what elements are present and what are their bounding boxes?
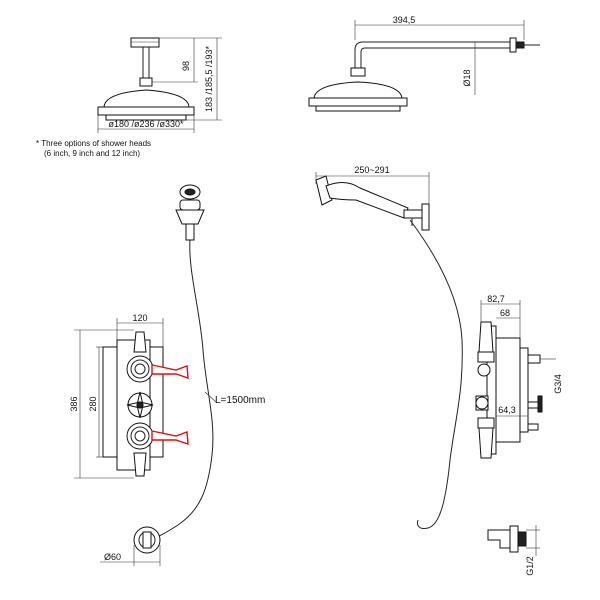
dim-fixed-head-height: 98 bbox=[181, 61, 191, 71]
side-top-handle bbox=[478, 321, 494, 353]
thermostatic-valve-front-view: 120 386 280 bbox=[69, 313, 189, 479]
side-bottom-handle bbox=[478, 427, 494, 459]
dim-side-thread-top: G3/4 bbox=[553, 374, 563, 394]
arm-head-dome bbox=[313, 81, 403, 99]
dim-side-depth-inner: 68 bbox=[500, 308, 510, 318]
dim-valve-width: 120 bbox=[132, 313, 147, 323]
hand-shower-side-view: 250~291 bbox=[315, 165, 463, 529]
handset-side-head bbox=[315, 175, 333, 206]
wall-flange bbox=[509, 37, 517, 53]
wall-outlet-side-view: G1/2 bbox=[487, 525, 540, 576]
dim-outlet-diameter: Ø60 bbox=[104, 552, 121, 562]
dim-fixed-head-diameters: ø180 /ø236 /ø330* bbox=[108, 119, 184, 129]
hose-side bbox=[409, 219, 463, 529]
head-rim bbox=[97, 106, 195, 116]
dim-arm-length: 394,5 bbox=[393, 15, 416, 25]
wall-arm-shower-head: 394,5 Ø18 bbox=[308, 15, 540, 112]
dim-side-depth-lower: 64,3 bbox=[498, 405, 516, 415]
shower-arm bbox=[354, 41, 512, 70]
thermostatic-valve-side-view: 82,7 68 G3/4 64,3 bbox=[475, 294, 563, 459]
handset-wall-bracket bbox=[421, 203, 430, 231]
bottom-red-lever bbox=[151, 430, 189, 445]
dim-fixed-head-overall: 183 /185,5 /193* bbox=[204, 45, 214, 112]
note-line-2: (6 inch, 9 inch and 12 inch) bbox=[44, 149, 140, 158]
fixed-shower-head-front-view: 98 183 /185,5 /193* ø180 /ø236 /ø330* bbox=[97, 37, 222, 133]
bottom-lever-handle bbox=[133, 452, 147, 477]
head-stem bbox=[142, 47, 150, 82]
dim-arm-diameter: Ø18 bbox=[462, 69, 472, 86]
dim-valve-overall-height: 386 bbox=[69, 396, 79, 411]
ceiling-flange bbox=[130, 37, 160, 48]
side-outlet-elbow bbox=[487, 529, 511, 549]
dim-valve-inner-height: 280 bbox=[88, 396, 98, 411]
note-line-1: * Three options of shower heads bbox=[36, 139, 151, 148]
arm-head-rim bbox=[308, 97, 408, 107]
dim-handset-reach: 250~291 bbox=[354, 165, 389, 175]
head-dome bbox=[103, 89, 190, 108]
hose-front bbox=[147, 239, 214, 546]
handset-holder bbox=[175, 209, 205, 225]
top-lever-handle bbox=[133, 331, 147, 353]
dim-side-thread-bottom: G1/2 bbox=[525, 556, 535, 576]
dim-side-depth-overall: 82,7 bbox=[487, 294, 505, 304]
wall-outlet-front-view: Ø60 bbox=[100, 526, 161, 566]
hand-shower-front-view: L=1500mm bbox=[147, 184, 265, 546]
top-red-lever bbox=[151, 364, 189, 379]
dim-hose-length: L=1500mm bbox=[215, 395, 265, 406]
handset-side-handle bbox=[325, 182, 409, 219]
